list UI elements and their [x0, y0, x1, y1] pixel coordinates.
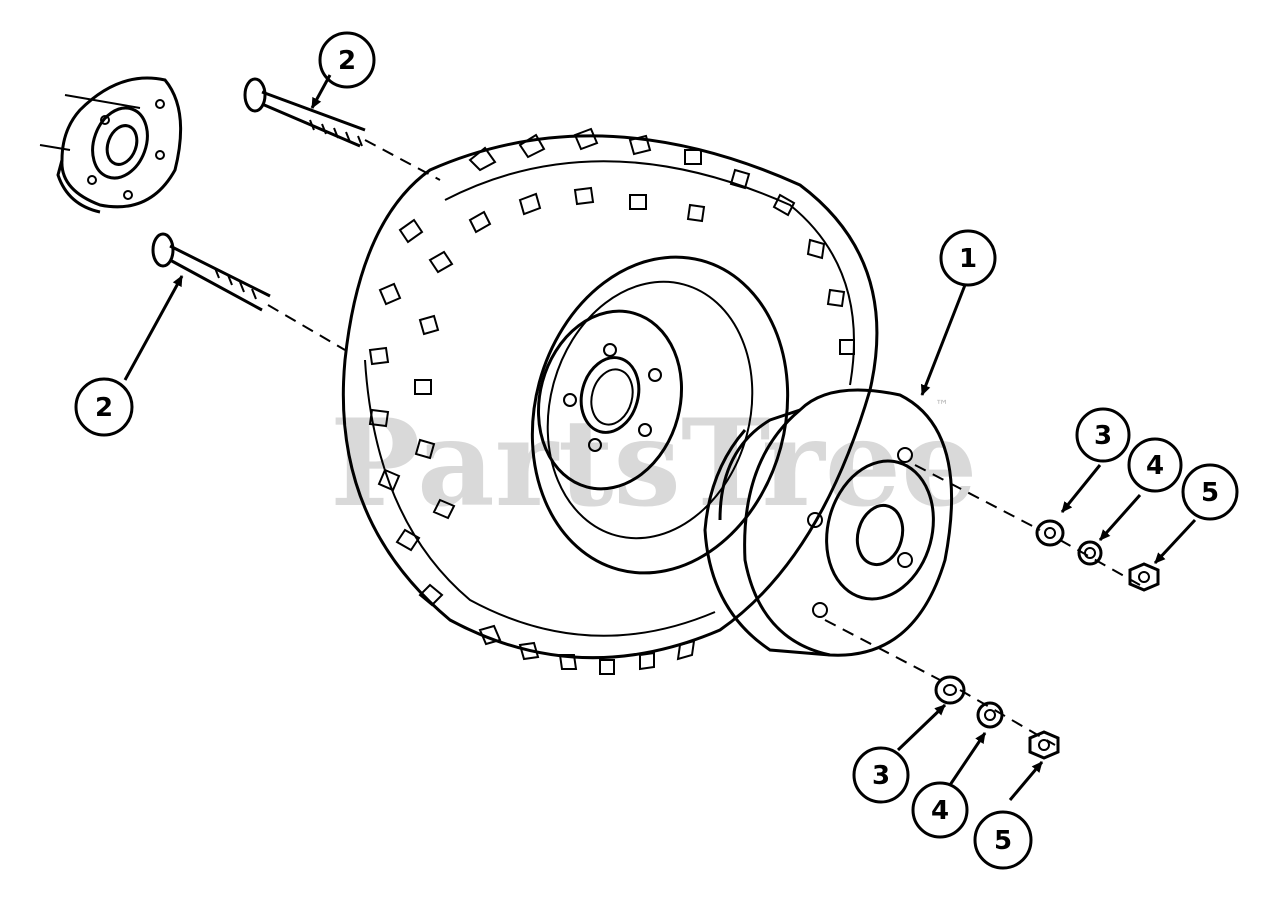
callout-2-lower: 2 [74, 377, 134, 437]
tire [341, 127, 879, 675]
callout-5-lower-label: 5 [994, 826, 1012, 856]
callout-3-lower: 3 [852, 746, 910, 804]
callout-5-upper-label: 5 [1201, 478, 1219, 508]
callout-2-upper: 2 [318, 31, 376, 89]
lock-washer-lower [976, 701, 1004, 729]
callout-5-lower: 5 [973, 810, 1033, 870]
callout-4-lower-label: 4 [931, 796, 949, 826]
callout-2-lower-label: 2 [95, 393, 113, 423]
callout-1-label: 1 [959, 244, 977, 274]
flat-washer-lower [934, 675, 966, 705]
carriage-bolt-upper [243, 77, 441, 181]
carriage-bolt-lower [151, 232, 346, 351]
callout-4-upper: 4 [1127, 437, 1183, 493]
callout-5-upper: 5 [1181, 463, 1239, 521]
flat-washer-upper [1035, 519, 1065, 547]
tire-tread [368, 127, 855, 675]
hex-nut-lower [1028, 730, 1060, 760]
wheel-rim [530, 255, 790, 575]
callout-3-upper: 3 [1075, 407, 1131, 463]
callout-3-upper-label: 3 [1094, 421, 1112, 451]
wheel-weight [703, 388, 954, 657]
leader-lines [123, 74, 1197, 801]
callout-4-lower: 4 [911, 781, 969, 839]
watermark-tm: ™ [935, 398, 949, 414]
hex-nut-upper [1128, 562, 1160, 592]
callout-4-upper-label: 4 [1146, 451, 1164, 481]
callout-1: 1 [939, 229, 997, 287]
lock-washer-upper [1077, 540, 1103, 566]
hub-flange-plate [39, 76, 183, 214]
callout-2-upper-label: 2 [338, 46, 356, 76]
callout-3-lower-label: 3 [872, 761, 890, 791]
